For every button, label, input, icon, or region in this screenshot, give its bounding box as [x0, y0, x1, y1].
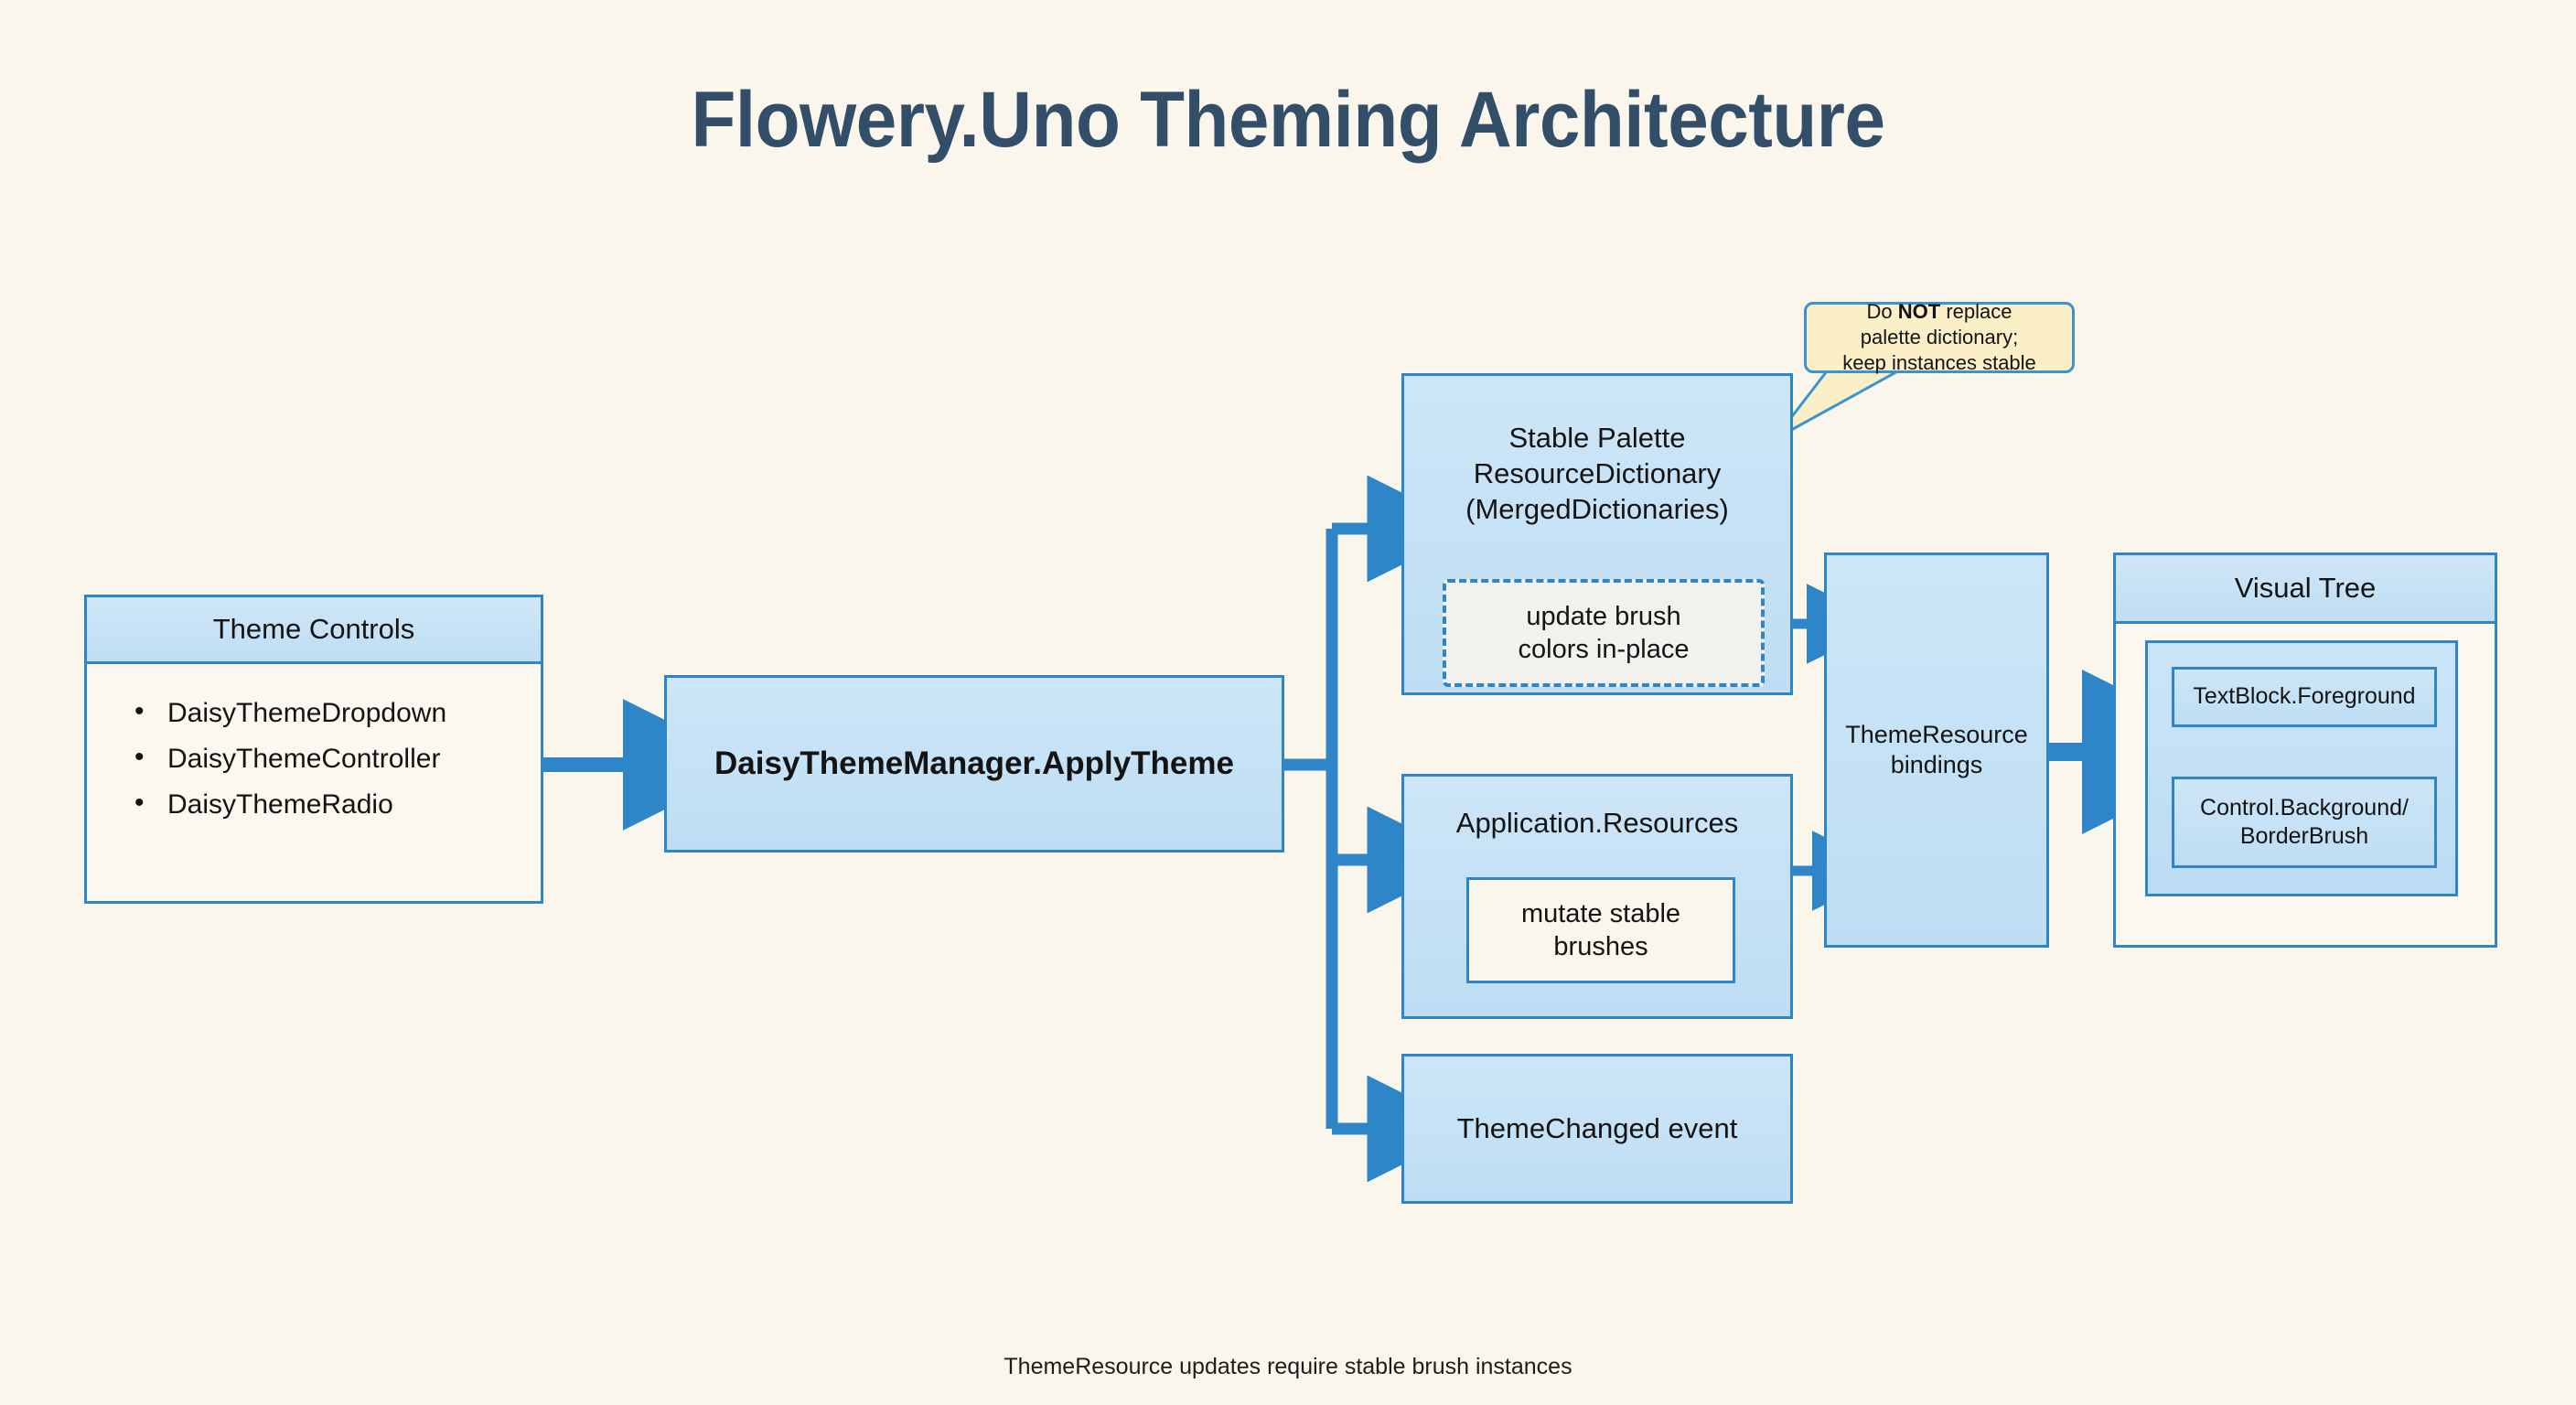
list-item[interactable]: DaisyThemeDropdown — [129, 693, 541, 731]
list-item[interactable]: DaisyThemeController — [129, 739, 541, 777]
update-brush-line1: update brush — [1526, 601, 1681, 631]
update-brush-line2: colors in-place — [1518, 635, 1690, 664]
callout-line2: palette dictionary; — [1860, 325, 2019, 349]
stable-palette-title: Stable Palette ResourceDictionary (Merge… — [1404, 376, 1790, 527]
theme-controls-list: DaisyThemeDropdown DaisyThemeController … — [87, 693, 541, 822]
stable-palette-title-line1: Stable Palette — [1508, 422, 1686, 454]
callout-prefix: Do — [1866, 299, 1898, 323]
theme-resource-bindings-box[interactable]: ThemeResource bindings — [1824, 552, 2049, 948]
visual-tree-node-textblock[interactable]: TextBlock.Foreground — [2172, 667, 2437, 727]
application-resources-box[interactable]: Application.Resources mutate stable brus… — [1401, 774, 1793, 1019]
visual-tree-body: TextBlock.Foreground Control.Background/… — [2116, 624, 2495, 948]
callout-note: Do NOT replace palette dictionary; keep … — [1804, 299, 2075, 375]
mutate-stable-brushes-subbox[interactable]: mutate stable brushes — [1466, 877, 1735, 983]
visual-tree-inner-container: TextBlock.Foreground Control.Background/… — [2145, 640, 2458, 896]
mutate-brushes-line2: brushes — [1553, 932, 1648, 961]
update-brush-colors-subbox[interactable]: update brush colors in-place — [1443, 579, 1765, 687]
page-title: Flowery.Uno Theming Architecture — [691, 76, 1885, 164]
visual-tree-group[interactable]: Visual Tree TextBlock.Foreground Control… — [2113, 552, 2497, 948]
stable-palette-title-line2: ResourceDictionary — [1473, 457, 1722, 490]
stable-palette-title-line3: (MergedDictionaries) — [1465, 493, 1729, 526]
theme-controls-header: Theme Controls — [87, 597, 541, 664]
visual-tree-node-control-line2: BorderBrush — [2239, 823, 2369, 849]
theme-changed-event-box[interactable]: ThemeChanged event — [1401, 1054, 1793, 1204]
list-item[interactable]: DaisyThemeRadio — [129, 785, 541, 822]
visual-tree-header: Visual Tree — [2116, 555, 2495, 624]
theme-resource-line1: ThemeResource — [1845, 721, 2028, 749]
stable-palette-box[interactable]: Stable Palette ResourceDictionary (Merge… — [1401, 373, 1793, 695]
mutate-brushes-line1: mutate stable — [1520, 898, 1681, 928]
footer-note: ThemeResource updates require stable bru… — [1004, 1354, 1572, 1379]
callout-emphasis: NOT — [1897, 299, 1941, 323]
visual-tree-node-control[interactable]: Control.Background/ BorderBrush — [2172, 777, 2437, 868]
theme-resource-line2: bindings — [1890, 751, 1983, 778]
callout-line3: keep instances stable — [1842, 351, 2036, 375]
application-resources-title: Application.Resources — [1455, 807, 1739, 839]
theme-controls-body: DaisyThemeDropdown DaisyThemeController … — [87, 664, 541, 822]
arrow-manager-fanout — [1284, 475, 1475, 1183]
daisy-theme-manager-box[interactable]: DaisyThemeManager.ApplyTheme — [664, 675, 1284, 853]
theme-controls-group[interactable]: Theme Controls DaisyThemeDropdown DaisyT… — [84, 595, 543, 904]
visual-tree-node-control-line1: Control.Background/ — [2200, 794, 2409, 820]
callout-suffix: replace — [1940, 299, 2012, 323]
